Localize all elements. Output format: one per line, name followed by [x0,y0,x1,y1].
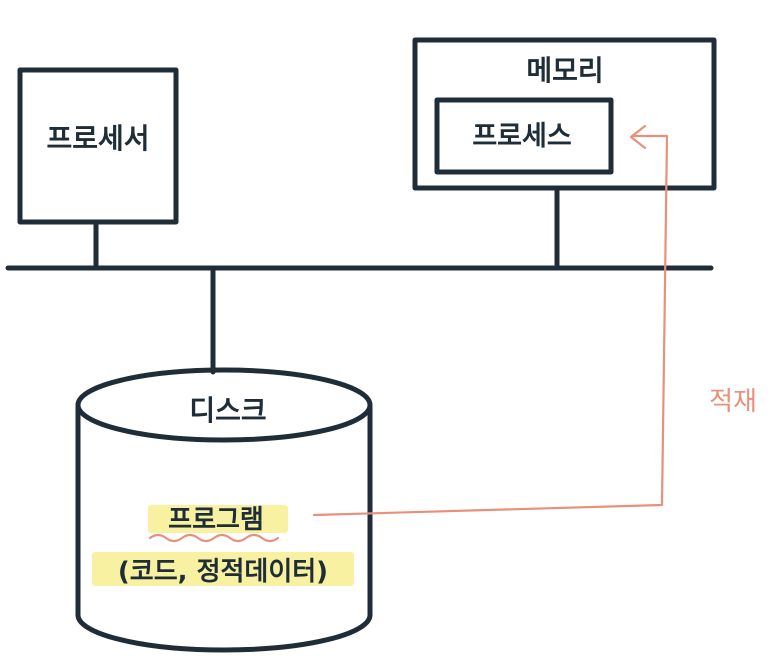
load-arrowhead [629,124,647,150]
memory-box [412,37,717,191]
disk-label: 디스크 [189,394,266,427]
load-arrow-label: 적재 [709,387,757,417]
program-detail-highlight [92,552,354,586]
memory-label: 메모리 [526,54,603,87]
disk-cylinder-top-rim [75,402,373,443]
disk-cylinder-body [75,367,373,653]
process-box [434,97,614,175]
load-arrow-path [312,134,669,517]
program-label: 프로그램 [168,505,264,535]
process-label: 프로세스 [472,121,571,152]
program-highlight [148,505,288,533]
processor-label: 프로세서 [46,122,149,155]
program-wavy-underline [148,533,280,543]
program-detail-label: (코드, 정적데이터) [118,557,328,587]
